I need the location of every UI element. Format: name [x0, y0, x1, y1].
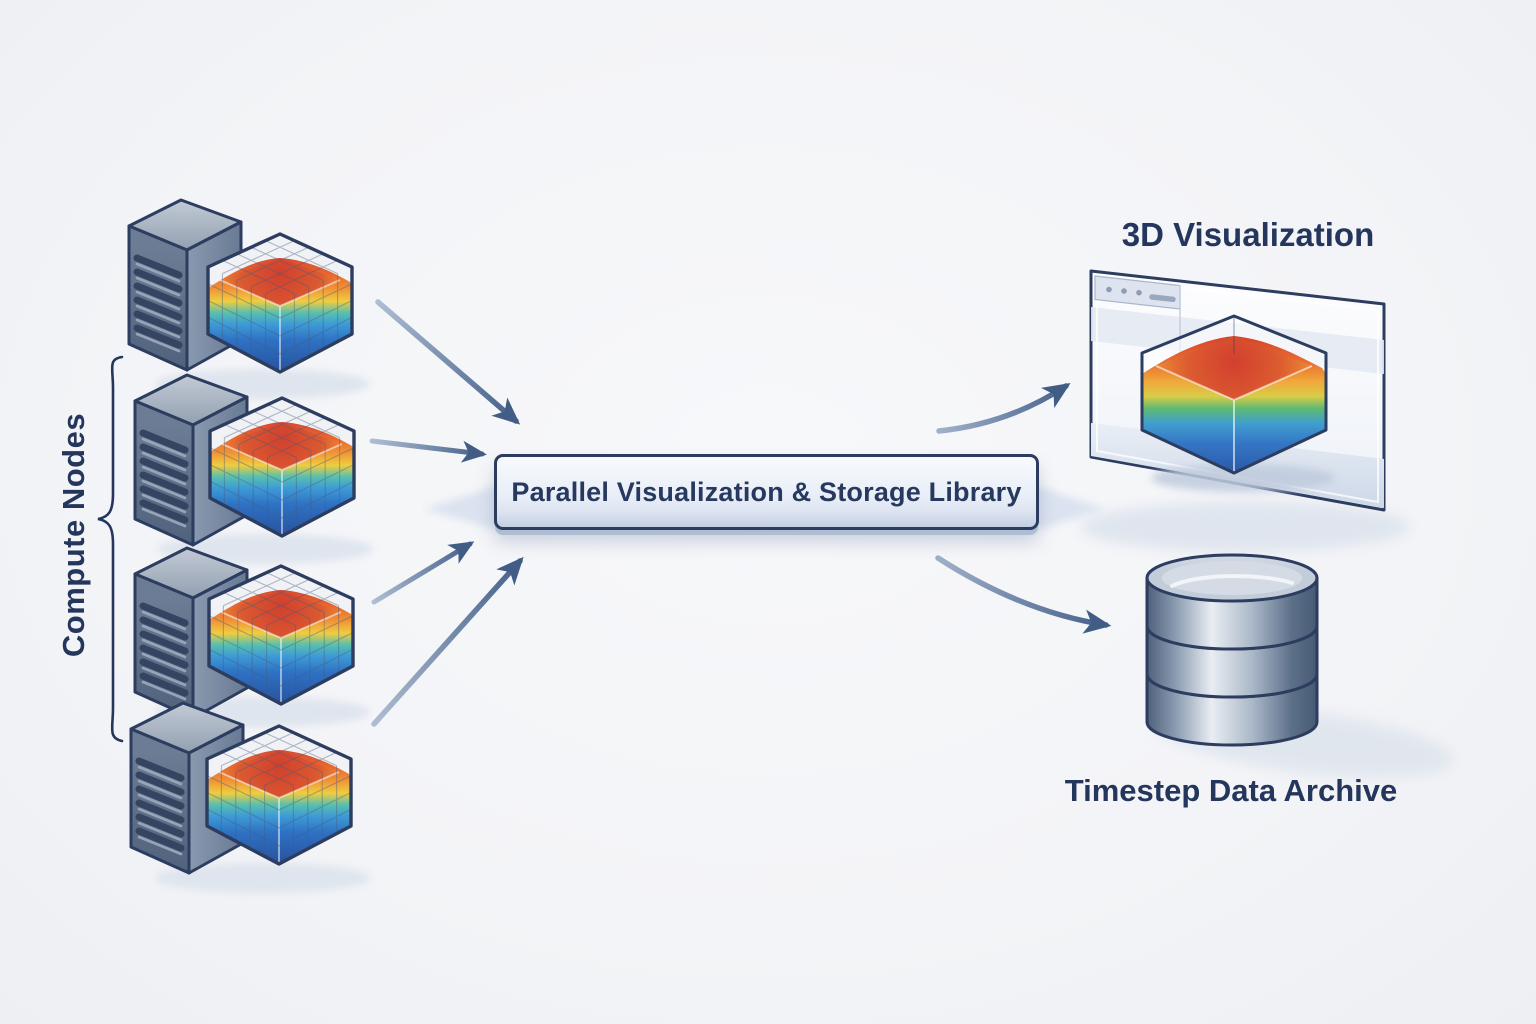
arrow-node1-to-library	[375, 299, 521, 425]
arrow-node4-to-library	[371, 556, 524, 727]
archive-label: Timestep Data Archive	[1064, 773, 1398, 808]
compute-node-4	[131, 703, 353, 873]
compute-node-3	[135, 548, 355, 718]
library-box-label: Parallel Visualization & Storage Library	[511, 476, 1022, 507]
arrow-library-to-visualization	[936, 382, 1071, 434]
browser-window-icon	[1089, 269, 1386, 512]
library-box: Parallel Visualization & Storage Library	[494, 454, 1039, 530]
database-cylinder-icon	[1145, 553, 1319, 747]
arrow-node3-to-library	[371, 541, 475, 605]
arrow-node2-to-library	[369, 438, 487, 463]
compute-node-2	[135, 375, 356, 545]
window-address-pill-icon	[1149, 294, 1176, 303]
output-arrows	[935, 382, 1112, 634]
arrow-library-to-archive	[935, 555, 1112, 634]
compute-node-1	[129, 200, 354, 374]
input-arrows	[369, 299, 524, 727]
compute-nodes-label: Compute Nodes	[56, 412, 91, 658]
curly-brace-icon	[97, 355, 124, 743]
visualization-title: 3D Visualization	[1121, 216, 1375, 253]
window-control-dots-icon	[1106, 286, 1142, 296]
